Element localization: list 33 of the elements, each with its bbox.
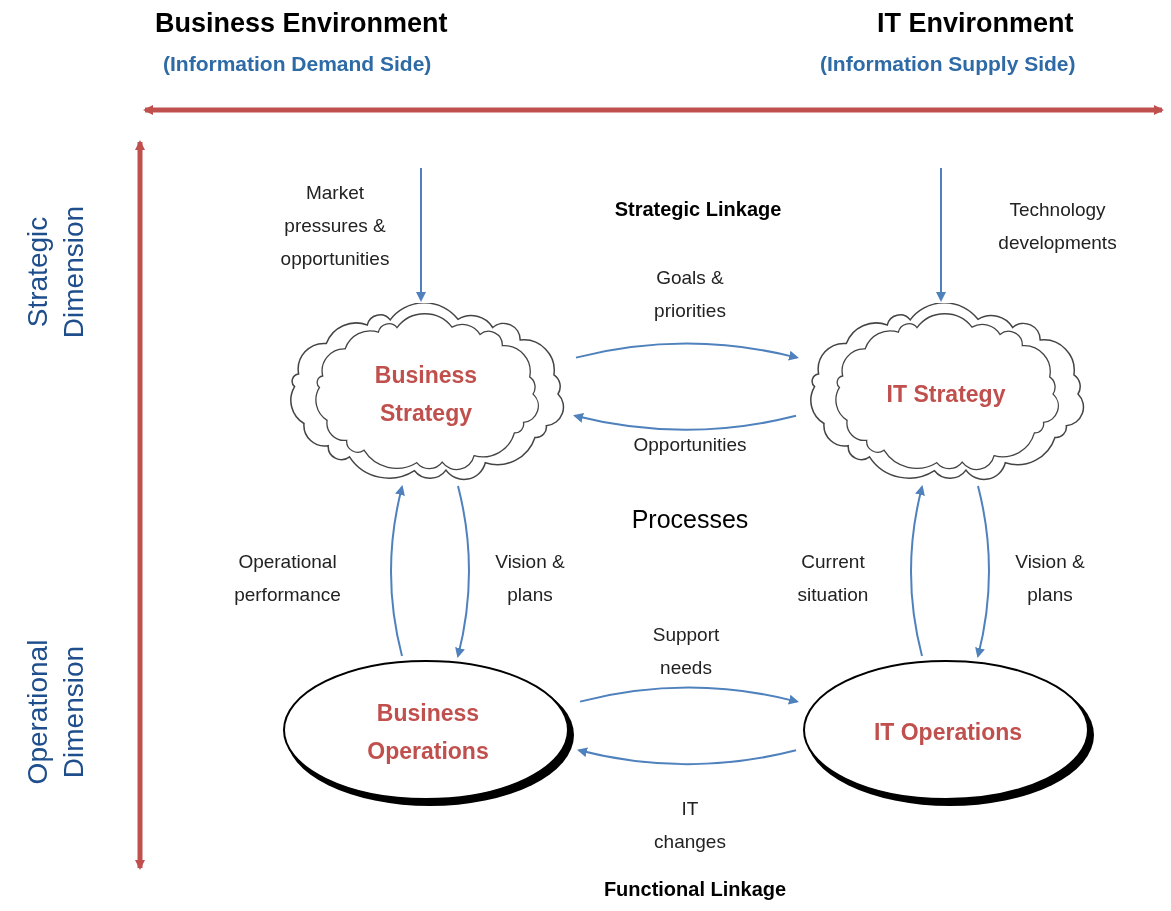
arrow [575,342,799,361]
heading: Business Environment [155,8,448,39]
edge-label: IT changes [653,797,727,854]
edge-label: Support needs [651,623,721,680]
arrow [975,485,990,658]
node-label: IT Strategy [885,380,1007,409]
subheading: (Information Demand Side) [163,52,432,76]
arrow [390,485,405,657]
arrow [936,167,946,302]
edge-label: Current situation [796,550,870,607]
edge-label: Operational performance [233,550,342,607]
arrow [416,167,426,302]
arrow [910,485,925,657]
section-label: Strategic Linkage [614,198,782,221]
subheading: (Information Supply Side) [820,52,1076,76]
heading: IT Environment [877,8,1074,39]
edge-label: Technology developments [997,198,1118,255]
axis-label: Operational Dimension [21,638,90,787]
arrow [573,412,797,431]
section-label: Functional Linkage [603,878,787,901]
node-label: IT Operations [872,718,1024,747]
edge-label: Opportunities [632,433,748,457]
edge-label: Vision & plans [1014,550,1086,607]
node-label: Business Operations [366,699,490,766]
arrow [579,686,799,705]
arrow [455,485,470,658]
edge-label: Market pressures & opportunities [279,181,391,271]
edge-label: Vision & plans [494,550,566,607]
section-label: Processes [631,505,749,534]
node-label: Business Strategy [373,361,479,428]
axis-label: Strategic Dimension [21,204,90,341]
edge-label: Goals & priorities [653,266,727,323]
arrow [577,747,797,766]
